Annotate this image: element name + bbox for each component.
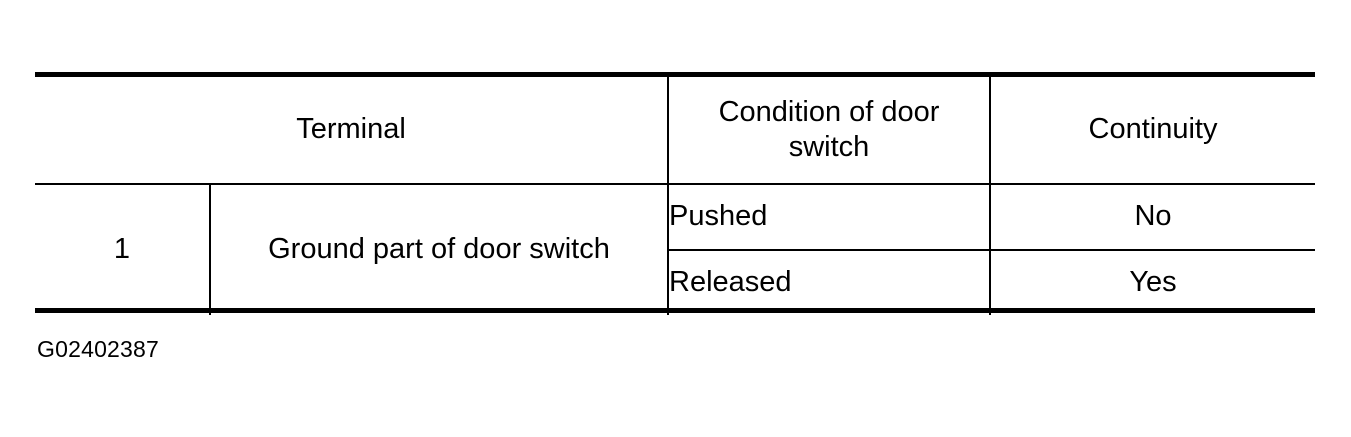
table-top-rule [35,72,1315,77]
table-header-row: Terminal Condition of door switch Contin… [35,77,1315,185]
condition-value-pushed: Pushed [667,184,990,250]
table-row: 1 Ground part of door switch Pushed No [35,184,1315,315]
header-condition-line-1: Condition of door [718,95,940,128]
figure-caption: G02402387 [37,336,160,362]
condition-value-released: Released [667,249,990,315]
door-switch-continuity-table: Terminal Condition of door switch Contin… [35,77,1315,315]
spec-table-container: Terminal Condition of door switch Contin… [35,77,1315,315]
continuity-value-released: Yes [989,249,1315,315]
header-terminal: Terminal [35,77,668,185]
header-condition-of-door-switch: Condition of door switch [667,77,990,185]
header-continuity: Continuity [989,77,1315,185]
header-condition-line-2: switch [788,131,870,163]
terminal-number: 1 [113,233,131,266]
table-bottom-rule [35,308,1315,313]
terminal-name: Ground part of door switch [209,184,668,315]
continuity-value-pushed: No [989,184,1315,250]
table-row: Released Yes [35,249,1315,315]
